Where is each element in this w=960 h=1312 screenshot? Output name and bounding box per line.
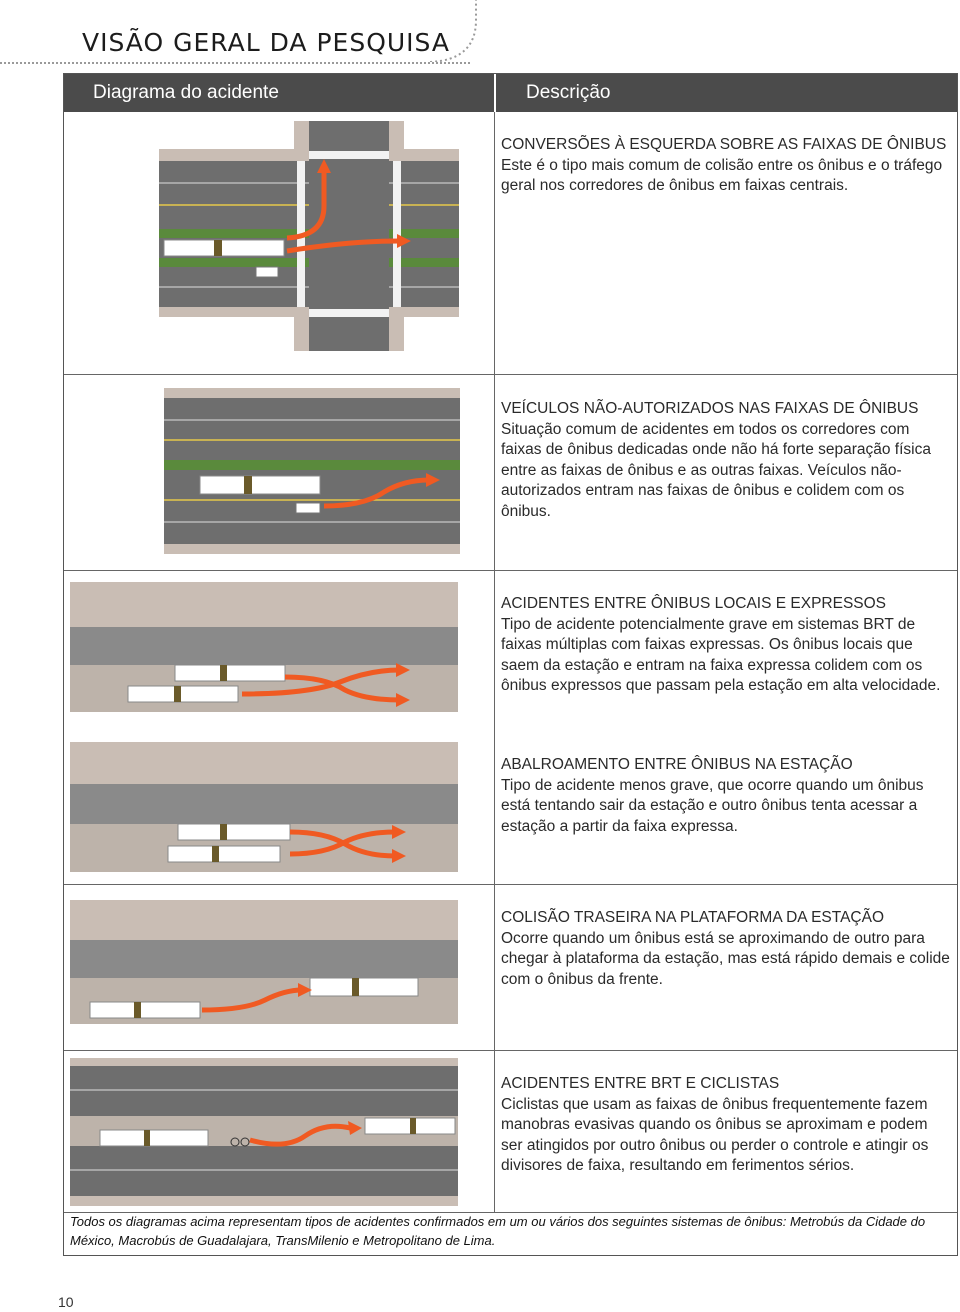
row-title: ACIDENTES ENTRE ÔNIBUS LOCAIS E EXPRESSO… xyxy=(501,595,887,612)
row-rear-end: COLISÃO TRASEIRA NA PLATAFORMA DA ESTAÇÃ… xyxy=(501,908,951,990)
row-text: Tipo de acidente potencialmente grave em… xyxy=(501,615,941,695)
diagram-rear-end xyxy=(70,900,458,1024)
row-unauthorized-vehicles: VEÍCULOS NÃO-AUTORIZADOS NAS FAIXAS DE Ô… xyxy=(501,399,951,522)
row-title: VEÍCULOS NÃO-AUTORIZADOS NAS FAIXAS DE Ô… xyxy=(501,400,919,417)
row-station-collision: ABALROAMENTO ENTRE ÔNIBUS NA ESTAÇÃO Tip… xyxy=(501,755,951,837)
title-divider xyxy=(0,62,470,64)
row-left-turn: CONVERSÕES À ESQUERDA SOBRE AS FAIXAS DE… xyxy=(501,135,951,197)
row-cyclists: ACIDENTES ENTRE BRT E CICLISTAS Ciclista… xyxy=(501,1074,951,1177)
diagram-station-collision xyxy=(70,742,458,872)
diagram-left-turn xyxy=(159,121,459,351)
page-title: VISÃO GERAL DA PESQUISA xyxy=(82,28,450,57)
row-title: ACIDENTES ENTRE BRT E CICLISTAS xyxy=(501,1075,780,1092)
diagram-local-express xyxy=(70,582,458,712)
column-header-diagram: Diagrama do acidente xyxy=(93,82,279,103)
row-text: Tipo de acidente menos grave, que ocorre… xyxy=(501,776,924,835)
column-header-description: Descrição xyxy=(526,82,611,103)
row-text: Este é o tipo mais comum de colisão entr… xyxy=(501,156,943,195)
row-text: Situação comum de acidentes em todos os … xyxy=(501,420,931,520)
table-footnote: Todos os diagramas acima representam tip… xyxy=(70,1214,926,1248)
accident-table: Diagrama do acidente Descrição xyxy=(63,73,958,1256)
page-number: 10 xyxy=(58,1294,74,1310)
row-text: Ocorre quando um ônibus está se aproxima… xyxy=(501,929,950,988)
row-title: CONVERSÕES À ESQUERDA SOBRE AS FAIXAS DE… xyxy=(501,136,947,153)
row-text: Ciclistas que usam as faixas de ônibus f… xyxy=(501,1095,929,1175)
corner-decoration xyxy=(430,0,477,62)
row-local-express: ACIDENTES ENTRE ÔNIBUS LOCAIS E EXPRESSO… xyxy=(501,594,951,697)
diagram-cyclists xyxy=(70,1058,458,1206)
diagram-unauthorized-vehicles xyxy=(164,388,460,554)
row-title: COLISÃO TRASEIRA NA PLATAFORMA DA ESTAÇÃ… xyxy=(501,909,885,926)
table-header: Diagrama do acidente Descrição xyxy=(64,74,957,112)
row-title: ABALROAMENTO ENTRE ÔNIBUS NA ESTAÇÃO xyxy=(501,756,853,773)
